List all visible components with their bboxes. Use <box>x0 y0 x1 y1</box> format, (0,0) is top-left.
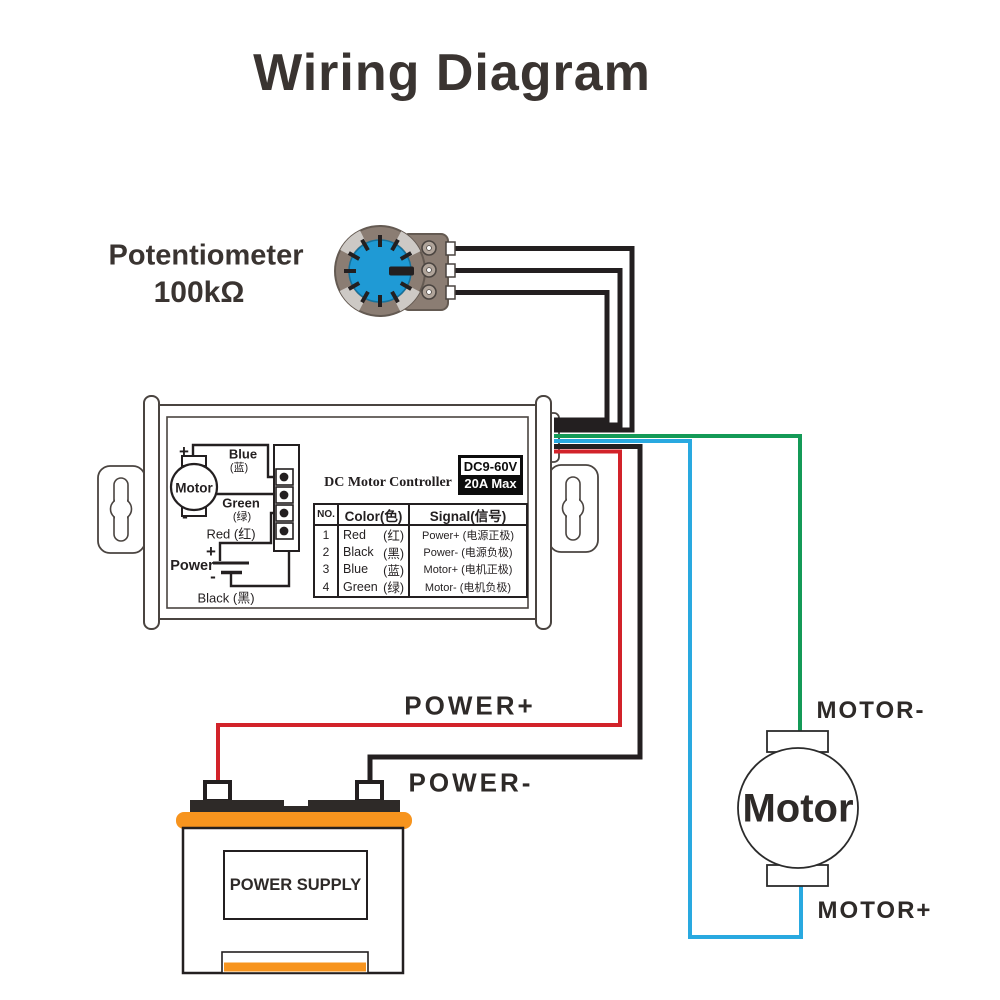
battery-slab-notch <box>284 798 308 806</box>
inner-wire-blue <box>191 443 281 479</box>
inner-label-blue: Blue <box>228 446 258 462</box>
potentiometer-pin-tab <box>445 241 456 256</box>
cell-signal: Motor- (电机负极) <box>424 581 512 594</box>
potentiometer-label: Potentiometer <box>108 239 304 272</box>
wire-potentiometer-bottom <box>452 290 610 423</box>
inner-label-green: Green <box>222 495 260 511</box>
inner-motor-label: Motor <box>175 480 213 496</box>
table-row: 4 Green (绿) Motor- (电机负极) <box>315 578 526 596</box>
controller-endcap-right <box>535 395 552 630</box>
label-power-plus: POWER+ <box>404 690 536 721</box>
battery-terminal-left <box>203 780 232 803</box>
color-en: Black <box>343 545 374 560</box>
inner-battery-symbol <box>213 561 249 575</box>
color-cn: (红) <box>383 529 404 544</box>
controller-endcap-left <box>143 395 160 630</box>
keyhole-slot-icon <box>561 476 585 541</box>
motor-graphic <box>737 730 859 887</box>
cell-color: Black (黑) <box>339 543 410 561</box>
page-title: Wiring Diagram <box>253 44 651 102</box>
controller-inner-diagram <box>169 443 300 588</box>
controller-rating-badge: DC9-60V 20A Max <box>458 455 523 495</box>
inner-label-blue-cn: (蓝) <box>229 462 249 474</box>
header-signal: Signal(信号) <box>429 508 507 524</box>
battery-orange-band <box>176 812 412 829</box>
controller-name-label: DC Motor Controller <box>324 475 452 490</box>
voltage-rating: DC9-60V <box>461 458 520 475</box>
potentiometer-pin-tab <box>445 263 456 278</box>
battery-top-slab <box>190 800 400 813</box>
potentiometer-graphic <box>334 225 456 317</box>
inner-battery-minus-sign: - <box>210 567 216 586</box>
wire-spec-table: NO. Color(色) Signal(信号) 1 Red (红) Power+… <box>313 503 528 598</box>
power-supply-label-box: POWER SUPPLY <box>223 850 368 920</box>
motor-label: Motor <box>742 786 854 831</box>
cell-color: Blue (蓝) <box>339 560 410 579</box>
label-motor-minus: MOTOR- <box>816 697 926 724</box>
potentiometer-value: 100kΩ <box>153 276 245 309</box>
potentiometer-terminal <box>421 240 437 300</box>
inner-label-power: Power <box>170 558 214 574</box>
inner-label-black: Black (黑) <box>197 590 255 606</box>
cell-color: Green (绿) <box>339 578 410 596</box>
label-power-minus: POWER- <box>408 767 534 798</box>
color-cn: (绿) <box>383 581 404 596</box>
cell-signal: Motor+ (电机正极) <box>423 564 513 577</box>
cell-signal: Power- (电源负极) <box>423 547 513 560</box>
potentiometer-pointer[interactable] <box>389 266 414 276</box>
header-no: NO. <box>315 505 339 524</box>
inner-terminal-block <box>273 444 300 552</box>
motor-body-circle <box>737 747 859 869</box>
inner-motor-symbol <box>169 455 219 517</box>
wire-power-minus-black <box>367 444 643 786</box>
color-cn: (黑) <box>383 546 404 561</box>
color-en: Blue <box>343 562 369 577</box>
inner-battery-plus-sign: + <box>206 542 216 561</box>
table-row: 1 Red (红) Power+ (电源正极) <box>315 526 526 544</box>
current-rating: 20A Max <box>461 475 520 492</box>
cell-no: 2 <box>315 543 339 561</box>
color-cn: (蓝) <box>383 563 404 578</box>
power-supply-label: POWER SUPPLY <box>229 875 362 894</box>
wire-power-plus-red <box>216 449 622 786</box>
cell-no: 3 <box>315 560 339 579</box>
inner-motor-plus-sign: + <box>179 442 189 461</box>
label-motor-plus: MOTOR+ <box>817 897 933 924</box>
table-row: 3 Blue (蓝) Motor+ (电机正极) <box>315 560 526 579</box>
potentiometer-tick-marks <box>344 235 413 307</box>
controller-mounting-ear-left <box>97 465 146 554</box>
table-header-row: NO. Color(色) Signal(信号) <box>315 505 526 526</box>
controller-mounting-ear-right <box>548 464 599 553</box>
color-en: Red <box>343 527 366 542</box>
cell-signal: Power+ (电源正极) <box>422 529 514 542</box>
keyhole-slot-icon <box>109 477 133 542</box>
wire-motor-plus-cyan <box>554 439 803 939</box>
header-color: Color(色) <box>339 505 410 524</box>
wire-motor-minus-green <box>554 434 802 734</box>
potentiometer-pin-tab <box>445 285 456 300</box>
color-en: Green <box>343 579 378 594</box>
inner-label-green-cn: (绿) <box>232 511 252 523</box>
inner-label-red: Red (红) <box>206 526 256 542</box>
cell-color: Red (红) <box>339 526 410 544</box>
inner-motor-minus-sign: - <box>182 507 188 526</box>
cell-no: 1 <box>315 526 339 544</box>
battery-terminal-right <box>355 780 384 803</box>
battery-bottom-strip-fill <box>224 962 366 972</box>
cell-no: 4 <box>315 578 339 596</box>
table-row: 2 Black (黑) Power- (电源负极) <box>315 543 526 561</box>
wire-potentiometer-middle <box>452 268 623 428</box>
wire-potentiometer-top <box>452 246 635 433</box>
